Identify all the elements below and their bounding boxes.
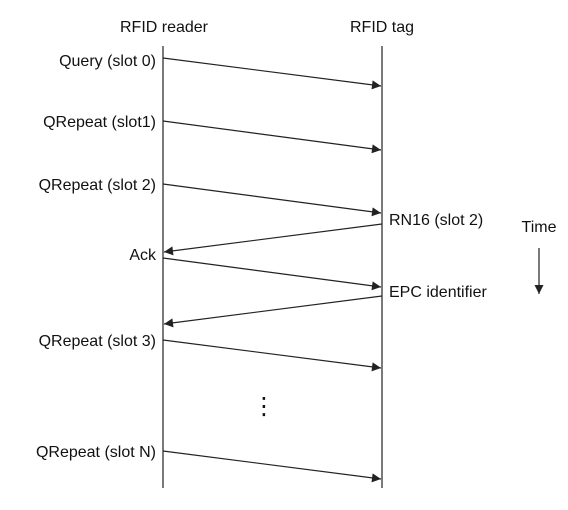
ellipsis: ⋮: [252, 393, 276, 420]
query-slot0-label: Query (slot 0): [59, 53, 156, 70]
msg-epc-reply: [163, 295, 383, 328]
reader-header: RFID reader: [120, 19, 209, 36]
qrepeat-slot3-label: QRepeat (slot 3): [39, 333, 156, 350]
qrepeat-slot2-label: QRepeat (slot 2): [39, 177, 156, 194]
tag-header: RFID tag: [350, 19, 414, 36]
ack-label: Ack: [129, 247, 157, 264]
msg-qrepeat-slotN: [162, 450, 382, 483]
msg-ack: [162, 257, 382, 291]
time-label: Time: [522, 219, 557, 236]
rn16-label: RN16 (slot 2): [389, 212, 483, 229]
msg-qrepeat-slot3: [162, 339, 382, 372]
qrepeat-slotN-label: QRepeat (slot N): [36, 444, 156, 461]
msg-query-slot0: [162, 57, 382, 90]
msg-qrepeat-slot2: [162, 183, 382, 217]
msg-qrepeat-slot1: [162, 120, 382, 154]
epc-identifier-label: EPC identifier: [389, 284, 487, 301]
msg-rn16-reply: [163, 223, 383, 256]
qrepeat-slot1-label: QRepeat (slot1): [43, 114, 156, 131]
